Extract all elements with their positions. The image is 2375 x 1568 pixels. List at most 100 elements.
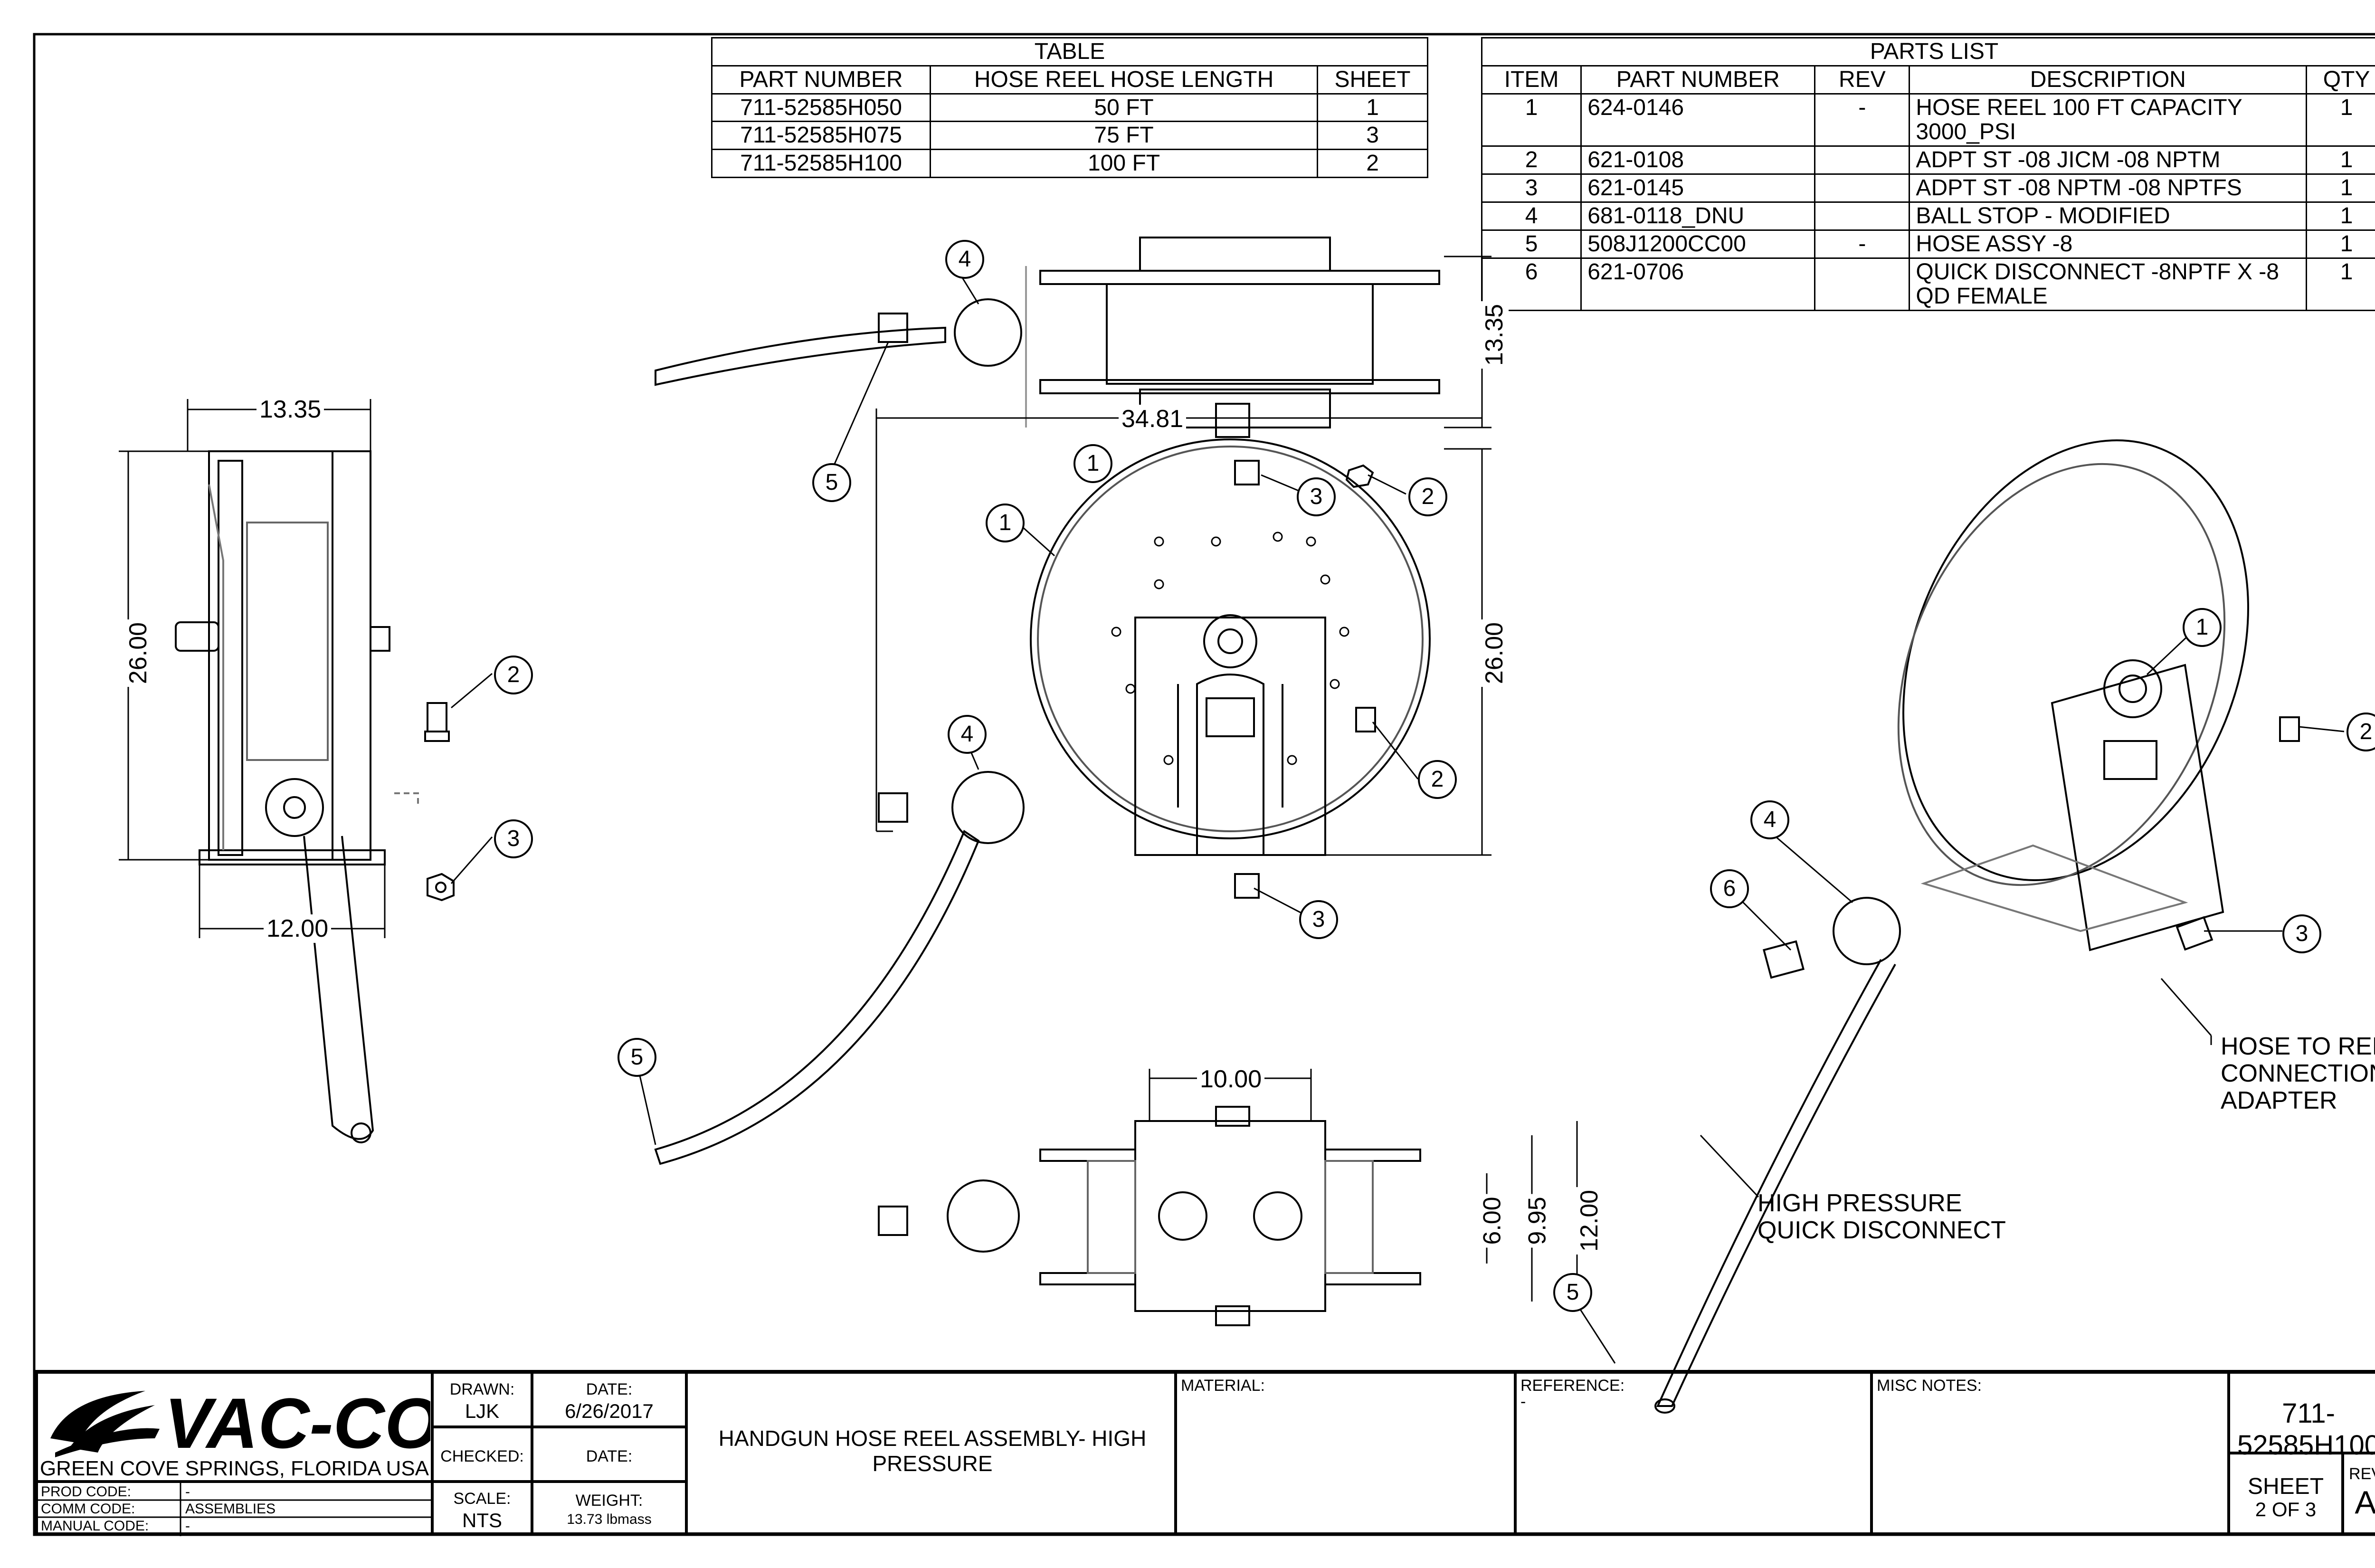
checked-date-label: DATE: [586, 1447, 633, 1465]
table-cell: 621-0706 [1580, 257, 1816, 312]
drawing-number-cell: 711-52585H100 [2229, 1372, 2375, 1461]
dim-side-base: 12.00 [264, 914, 332, 943]
reference-label: REFERENCE: [1520, 1377, 1625, 1395]
table-cell: ADPT ST -08 NPTM -08 NPTFS [1909, 173, 2308, 203]
material-label: MATERIAL: [1181, 1377, 1265, 1395]
table-cell: 2 [1481, 145, 1582, 175]
leader-lines [450, 273, 2345, 1364]
table-cell: 1 [1481, 93, 1582, 147]
code-block-grid [38, 1483, 434, 1536]
drawing-title-cell: HANDGUN HOSE REEL ASSEMBLY- HIGH PRESSUR… [686, 1372, 1176, 1535]
table-cell: 1 [2306, 229, 2375, 259]
checked-cell: CHECKED: [432, 1427, 532, 1482]
table-header: SHEET [1317, 65, 1428, 95]
date-cell: DATE: 6/26/2017 [532, 1372, 686, 1427]
drawn-label: DRAWN: [449, 1380, 515, 1398]
table-cell: 624-0146 [1580, 93, 1816, 147]
reference-cell: REFERENCE: - [1515, 1372, 1872, 1535]
side-view [175, 450, 419, 1143]
rev-label: REV [2349, 1465, 2375, 1483]
code-block: PROD CODE: - COMM CODE: ASSEMBLIES MANUA… [37, 1482, 434, 1536]
table-cell: ADPT ST -08 JICM -08 NPTM [1909, 145, 2308, 175]
table-row: 2 621-0108 ADPT ST -08 JICM -08 NPTM 1 [1481, 145, 2375, 175]
balloon-item-5: 5 [1553, 1273, 1592, 1312]
bottom-view [878, 1106, 1421, 1326]
manual-code-value: - [185, 1518, 190, 1534]
reference-value: - [1520, 1393, 1526, 1411]
table-header: QTY [2306, 65, 2375, 95]
logo-area: VAC-CON GREEN COVE SPRINGS, FLORIDA USA [37, 1372, 432, 1482]
checked-date-cell: DATE: [532, 1427, 686, 1482]
drawing-number: 711-52585H100 [2237, 1398, 2375, 1461]
scale-value: NTS [462, 1509, 502, 1531]
company-location: GREEN COVE SPRINGS, FLORIDA USA [39, 1457, 429, 1480]
table-cell: 1 [2306, 93, 2375, 147]
prod-code-label: PROD CODE: [41, 1484, 132, 1500]
dim-front-height: 26.00 [1480, 619, 1509, 687]
table-cell: 508J1200CC00 [1580, 229, 1816, 259]
table-cell: HOSE REEL 100 FT CAPACITY 3000_PSI [1909, 93, 2308, 147]
dim-side-height: 26.00 [124, 619, 153, 687]
note-hose-to-reel-adapter: HOSE TO REEL CONNECTION ADAPTER [2221, 1033, 2375, 1115]
table-cell: 4 [1481, 201, 1582, 231]
balloon-item-1: 1 [1074, 444, 1112, 483]
table-cell: - [1814, 93, 1910, 147]
weight-value: 13.73 lbmass [567, 1511, 652, 1527]
dim-top-depth: 13.35 [1480, 301, 1509, 369]
vac-con-logo: VAC-CON [50, 1383, 430, 1462]
balloon-item-1: 1 [986, 504, 1025, 542]
weight-label: WEIGHT: [575, 1492, 643, 1510]
balloon-item-1: 1 [2183, 608, 2222, 647]
hose-length-table-title: TABLE [711, 37, 1428, 67]
table-row: 5 508J1200CC00 - HOSE ASSY -8 1 [1481, 229, 2375, 259]
balloon-item-3: 3 [1299, 900, 1338, 939]
note-high-pressure-disconnect: HIGH PRESSURE QUICK DISCONNECT [1758, 1189, 2006, 1245]
table-cell: BALL STOP - MODIFIED [1909, 201, 2308, 231]
balloon-item-5: 5 [812, 463, 851, 502]
table-cell: HOSE ASSY -8 [1909, 229, 2308, 259]
table-header: PART NUMBER [1580, 65, 1816, 95]
table-cell [1814, 201, 1910, 231]
material-cell: MATERIAL: [1176, 1372, 1515, 1535]
balloon-item-4: 4 [948, 715, 987, 754]
table-cell: 711-52585H100 [711, 149, 931, 179]
title-block: VAC-CON GREEN COVE SPRINGS, FLORIDA USA … [34, 1370, 2375, 1536]
table-cell: QUICK DISCONNECT -8NPTF X -8 QD FEMALE [1909, 257, 2308, 312]
balloon-item-6: 6 [1710, 869, 1749, 908]
table-row: 6 621-0706 QUICK DISCONNECT -8NPTF X -8 … [1481, 257, 2375, 312]
drawn-value: LJK [465, 1400, 500, 1422]
table-row: 1 624-0146 - HOSE REEL 100 FT CAPACITY 3… [1481, 93, 2375, 147]
iso-view [1654, 439, 2300, 1414]
date-label: DATE: [586, 1380, 633, 1398]
table-cell [1814, 145, 1910, 175]
table-cell: 2 [1317, 149, 1428, 179]
prod-code-value: - [185, 1484, 190, 1500]
table-cell: 3 [1481, 173, 1582, 203]
table-row: 711-52585H100 100 FT 2 [711, 149, 1428, 179]
comm-code-value: ASSEMBLIES [185, 1501, 276, 1517]
table-row: 711-52585H075 75 FT 3 [711, 121, 1428, 151]
table-cell: 3 [1317, 121, 1428, 151]
table-cell: 1 [1317, 93, 1428, 123]
balloon-item-4: 4 [945, 240, 984, 279]
table-cell: - [1814, 229, 1910, 259]
balloon-item-3: 3 [494, 819, 533, 858]
side-adapters [424, 702, 455, 902]
sheet-value: 2 OF 3 [2255, 1498, 2317, 1520]
table-cell: 1 [2306, 173, 2375, 203]
table-cell [1814, 173, 1910, 203]
table-cell: 711-52585H075 [711, 121, 931, 151]
table-cell: 621-0108 [1580, 145, 1816, 175]
balloon-item-3: 3 [2282, 914, 2321, 953]
sheet-border [33, 33, 2375, 1536]
table-cell: 1 [2306, 257, 2375, 312]
comm-code-label: COMM CODE: [41, 1501, 135, 1517]
balloon-item-2: 2 [1418, 760, 1457, 799]
sheet-cell: SHEET 2 OF 3 [2229, 1453, 2343, 1535]
table-cell: 75 FT [930, 121, 1319, 151]
date-value: 6/26/2017 [565, 1400, 654, 1422]
table-header: DESCRIPTION [1909, 65, 2308, 95]
dim-side-width: 13.35 [256, 395, 324, 424]
dim-base-d3: 12.00 [1575, 1187, 1604, 1255]
